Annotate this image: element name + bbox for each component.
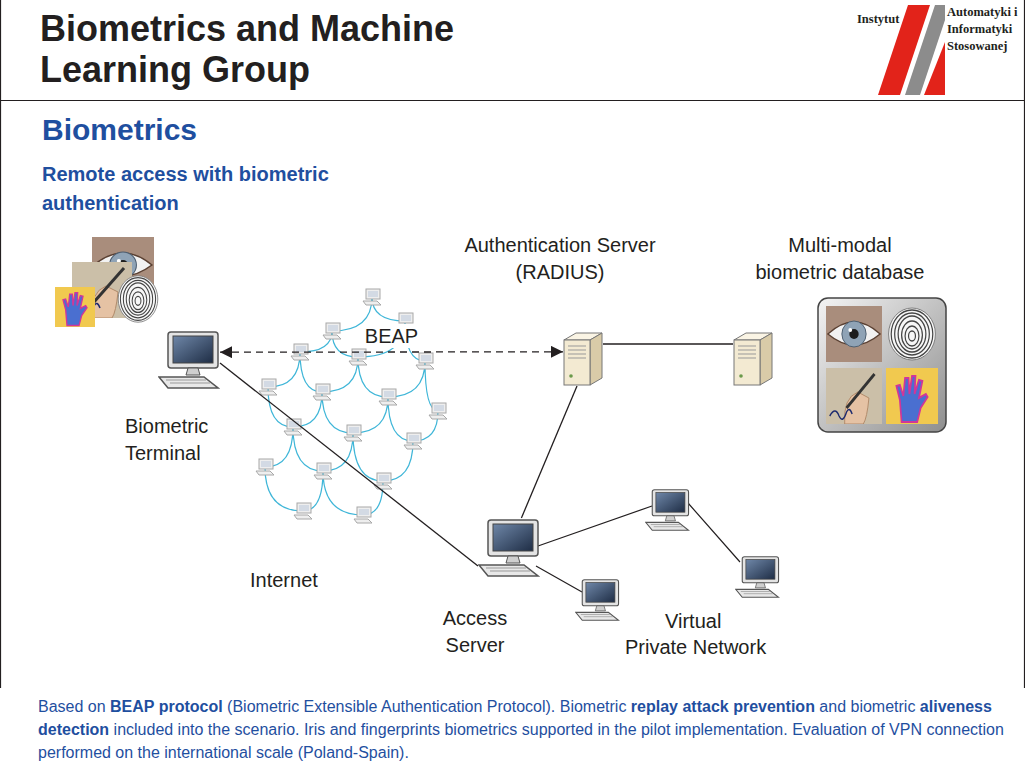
network-computer <box>416 353 434 369</box>
server-tower: Authentication Server (RADIUS) <box>563 330 603 386</box>
edge-label: BEAP <box>361 324 422 348</box>
panel-frame <box>818 298 946 432</box>
terminal-computer: Biometric Terminal <box>158 330 220 390</box>
node-heading: Biometric Terminal <box>125 413 255 467</box>
network-computer <box>259 379 277 395</box>
fingerprint-image <box>118 276 158 322</box>
caption-run: included into the scenario. Iris and fin… <box>38 721 1004 761</box>
database-panel <box>818 298 946 432</box>
iris-image <box>826 306 882 362</box>
network-computer <box>313 384 331 400</box>
vpn-computer <box>646 490 689 531</box>
network-label: Internet <box>250 567 318 593</box>
network-computer <box>314 463 332 479</box>
connection-line <box>220 363 478 566</box>
logo-red-wedge <box>924 42 945 95</box>
protocol-arrow <box>220 351 563 353</box>
network-computer <box>354 507 372 523</box>
node-heading: Authentication Server (RADIUS) <box>450 232 670 286</box>
node-icon-shape <box>734 333 772 385</box>
signature-image <box>826 368 882 424</box>
vpn-group <box>536 490 779 621</box>
node-icon-shape <box>159 332 218 388</box>
connection-line <box>521 386 577 518</box>
hand-image <box>886 368 938 424</box>
page-title: Biometrics and Machine Learning Group <box>40 8 560 90</box>
biometric-samples <box>55 237 158 327</box>
network-computer <box>294 503 312 519</box>
caption-run: and biometric <box>815 698 920 715</box>
caption-run: Based on <box>38 698 110 715</box>
node-icon <box>563 330 603 386</box>
network-computer <box>323 323 341 339</box>
caption: Based on BEAP protocol (Biometric Extens… <box>38 695 1018 764</box>
section-subheading: Remote access with biometric authenticat… <box>42 160 402 218</box>
caption-emphasis: BEAP protocol <box>110 698 223 715</box>
caption-emphasis: replay attack prevention <box>631 698 815 715</box>
institute-name: Automatyki i Informatyki Stosowanej <box>947 4 1021 55</box>
frame-lines <box>0 0 1025 688</box>
vpn-computer <box>576 580 619 621</box>
network-links <box>265 297 438 515</box>
network-computer <box>256 459 274 475</box>
network-label: Virtual Private Network <box>625 608 775 660</box>
institute-label: Instytut <box>857 11 899 28</box>
caption-run: (Biometric Extensible Authentication Pro… <box>223 698 631 715</box>
vpn-wires <box>536 503 740 592</box>
node-icon <box>733 330 773 386</box>
fingerprint-image <box>889 308 936 360</box>
section-heading: Biometrics <box>42 112 197 148</box>
internet-cloud <box>256 289 447 523</box>
connection-line <box>603 343 733 344</box>
vpn-computer <box>736 557 779 598</box>
node-icon <box>158 330 220 390</box>
node-heading: Access Server <box>425 605 525 659</box>
network-computer <box>379 389 397 405</box>
node-icon-shape <box>564 333 602 385</box>
node-icon-shape <box>479 520 538 576</box>
network-computer <box>429 403 447 419</box>
node-heading: Multi-modal biometric database <box>750 232 930 286</box>
network-computer <box>284 419 302 435</box>
database-server: Multi-modal biometric database <box>733 330 773 386</box>
network-computer <box>363 289 381 305</box>
network-computer <box>404 433 422 449</box>
access-server: Access Server <box>478 518 540 578</box>
node-icon <box>478 518 540 578</box>
network-computer <box>344 425 362 441</box>
hand-image <box>55 287 95 327</box>
